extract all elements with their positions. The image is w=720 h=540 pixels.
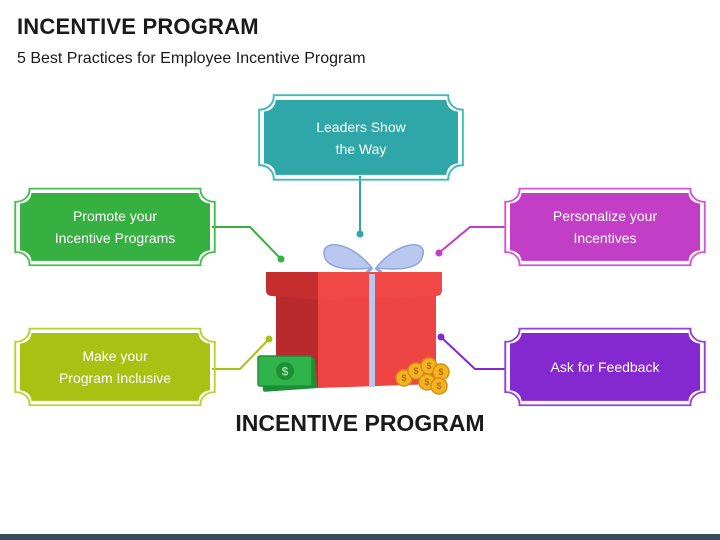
connector-personalize <box>439 226 506 253</box>
connector-promote <box>212 226 281 259</box>
connector-feedback <box>441 337 506 370</box>
card-leaders-line-2: the Way <box>335 140 387 157</box>
connectors <box>212 176 506 370</box>
connector-dot-leaders <box>356 230 364 238</box>
card-inclusive-line-1: Make your <box>82 348 148 364</box>
svg-text:$: $ <box>436 381 441 391</box>
svg-text:$: $ <box>401 373 406 383</box>
card-inclusive-line-2: Program Inclusive <box>58 370 172 386</box>
svg-text:$: $ <box>413 366 418 376</box>
card-leaders: Leaders Show the Way <box>264 100 458 175</box>
card-promote: Promote your Incentive Programs <box>20 193 210 261</box>
svg-text:$: $ <box>438 367 443 377</box>
center-label: INCENTIVE PROGRAM <box>235 410 485 436</box>
coins-icon: $ $ $ $ $ $ <box>395 357 450 395</box>
footer-bar <box>0 534 720 540</box>
card-personalize-line-1: Personalize your <box>552 208 658 224</box>
page-subtitle: 5 Best Practices for Employee Incentive … <box>17 50 366 67</box>
card-feedback-line-1: Ask for Feedback <box>550 359 660 375</box>
connector-dot-inclusive <box>265 335 273 343</box>
card-inclusive: Make your Program Inclusive <box>20 333 210 401</box>
connector-inclusive <box>212 339 269 370</box>
card-leaders-line-1: Leaders Show <box>316 118 406 135</box>
svg-text:$: $ <box>424 377 429 387</box>
card-promote-line-2: Incentive Programs <box>54 230 176 246</box>
card-promote-line-1: Promote your <box>72 208 158 224</box>
page-title: INCENTIVE PROGRAM <box>17 14 259 39</box>
svg-text:$: $ <box>426 361 431 371</box>
money-bill-icon: $ <box>257 355 317 392</box>
svg-text:$: $ <box>282 365 289 379</box>
connector-dot-feedback <box>437 333 445 341</box>
card-personalize: Personalize your Incentives <box>510 193 700 261</box>
connector-dot-promote <box>277 255 285 263</box>
card-personalize-line-2: Incentives <box>573 230 637 246</box>
card-feedback: Ask for Feedback <box>510 333 700 401</box>
connector-dot-personalize <box>435 249 443 257</box>
